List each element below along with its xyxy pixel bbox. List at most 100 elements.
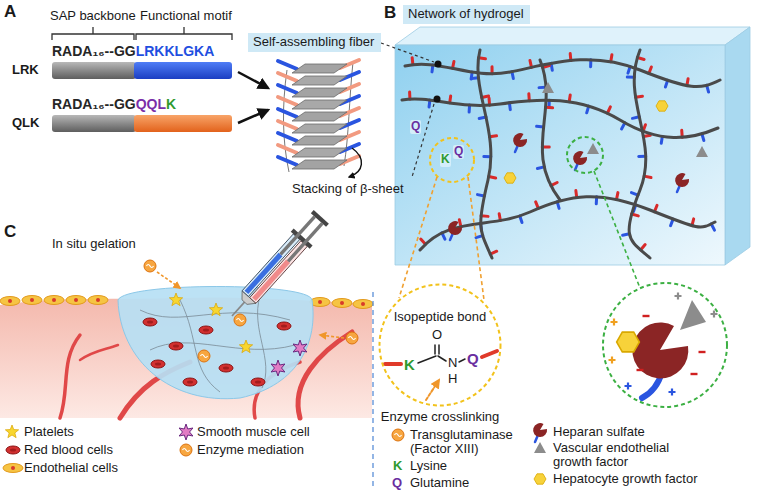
- atom-label: H: [448, 372, 457, 387]
- growth-factor-icons: [542, 82, 554, 93]
- stacking-arrow: [349, 148, 361, 177]
- leader-line: [381, 43, 434, 177]
- injected-gel: [183, 378, 197, 386]
- hydrogel-fibers: [540, 60, 560, 200]
- label-box: Self-assembling fiber: [248, 33, 381, 52]
- amino-acid-letter: Q: [410, 120, 421, 134]
- enzyme-arrow: [157, 272, 180, 288]
- injected-gel: [234, 314, 246, 326]
- sequence-text: QQL: [136, 96, 166, 112]
- tissue: [22, 296, 42, 305]
- injected-gel: [251, 378, 265, 386]
- fiber-stack: [278, 132, 359, 145]
- sequence-text: LRKKLGKA: [136, 43, 215, 59]
- heparan-zoom: [603, 283, 727, 407]
- injected-gel: [151, 360, 165, 368]
- heparan-zoom: [680, 300, 706, 330]
- sequence-text: RADA₁₆--GG: [52, 96, 136, 112]
- heparan-zoom: [603, 283, 727, 407]
- annotation: Stacking of β-sheet: [292, 182, 404, 197]
- legend-sample: [5, 425, 18, 438]
- legend-text: Hepatocyte growth factor: [553, 472, 698, 486]
- fiber-stack: [278, 156, 359, 169]
- legend-text: Heparan sulfate: [553, 425, 645, 439]
- tissue: [353, 300, 373, 309]
- dual-syringe: [232, 302, 245, 316]
- leader-dot: [434, 96, 441, 103]
- atom-label: O: [432, 328, 442, 343]
- atom-label: N: [448, 356, 457, 371]
- heparan-zoom: [617, 332, 640, 352]
- heparan-zoom: [643, 316, 650, 317]
- isopeptide-structure: [438, 356, 446, 361]
- peptide-bar: [52, 62, 136, 79]
- peptide-bar: [134, 115, 232, 132]
- fiber-stack: [278, 84, 359, 97]
- peptide-name: QLK: [12, 116, 39, 131]
- dual-syringe: [252, 260, 290, 301]
- annotation: Enzyme crosslinking: [381, 410, 500, 425]
- hydrogel-fibers: [420, 197, 715, 250]
- tissue: [44, 296, 64, 305]
- legend-sample: [180, 444, 192, 456]
- peptide-bar: [134, 62, 232, 79]
- node-text: Isopeptide bond: [394, 310, 487, 325]
- hydrogel-cube: [395, 27, 750, 45]
- injected-gel: [198, 350, 210, 362]
- injected-gel: [209, 303, 222, 316]
- amino-acid-letter: Q: [453, 145, 464, 159]
- amino-acid-letter: K: [404, 356, 415, 373]
- panel-letter: B: [384, 3, 396, 23]
- node-text: Self-assembling fiber: [253, 35, 376, 50]
- growth-factor-icons: [587, 143, 599, 154]
- dual-syringe: [223, 208, 331, 324]
- growth-factor-icons: [696, 146, 708, 157]
- amino-acid-letter: K: [440, 153, 451, 167]
- growth-factor-icons: [448, 82, 708, 240]
- hydrogel-fibers: [402, 50, 720, 258]
- panel-divider: [372, 292, 373, 490]
- injected-gel: [118, 287, 313, 399]
- legend-text: Red blood cells: [24, 443, 113, 457]
- growth-factor-icons: [504, 173, 516, 183]
- sequence-text: K: [166, 96, 176, 112]
- legend-text: Endothelial cells: [24, 461, 118, 475]
- heparan-zoom: [609, 357, 616, 364]
- legend-letter: Q: [392, 476, 402, 491]
- amino-acid-letter: Q: [467, 350, 479, 367]
- legend-sample: [6, 446, 20, 454]
- zoom-leader: [468, 177, 484, 300]
- legend-text: Glutamine: [410, 476, 469, 490]
- injected-gel: [169, 342, 183, 350]
- enzyme-arrow: [144, 260, 156, 272]
- injected-gel: [239, 340, 252, 353]
- injected-gel: [293, 340, 307, 356]
- fiber-stack: [278, 96, 359, 109]
- hydrogel-cube: [395, 27, 750, 265]
- peptide-bar: [52, 115, 136, 132]
- panel-letter: A: [4, 2, 16, 22]
- leader-dot: [435, 61, 442, 68]
- growth-factor-icons: [448, 221, 462, 240]
- bracket: [136, 27, 232, 40]
- assembly-arrow: [238, 110, 268, 123]
- hydrogel-cube: [725, 27, 750, 265]
- fiber-stack: [278, 60, 359, 169]
- tissue: [332, 299, 352, 308]
- dual-syringe: [287, 222, 324, 262]
- heparan-zoom: [611, 319, 618, 326]
- legend-text: Platelets: [24, 425, 74, 439]
- sequence-text: RADA₁₆--GG: [52, 43, 136, 59]
- leader-line: [412, 104, 434, 177]
- heparan-zoom: [699, 352, 706, 353]
- zoom-circle: [567, 137, 603, 173]
- legend-sample: [534, 442, 546, 453]
- heparan-zoom: [669, 389, 676, 396]
- enzyme-arrow: [320, 335, 344, 338]
- annotation: In situ gelation: [52, 237, 136, 252]
- legend-text: Enzyme mediation: [197, 443, 304, 457]
- growth-factor-icons: [573, 151, 587, 170]
- injected-gel: [143, 318, 157, 326]
- callout-circle: Isopeptide bond: [378, 283, 502, 407]
- tissue: [80, 345, 118, 360]
